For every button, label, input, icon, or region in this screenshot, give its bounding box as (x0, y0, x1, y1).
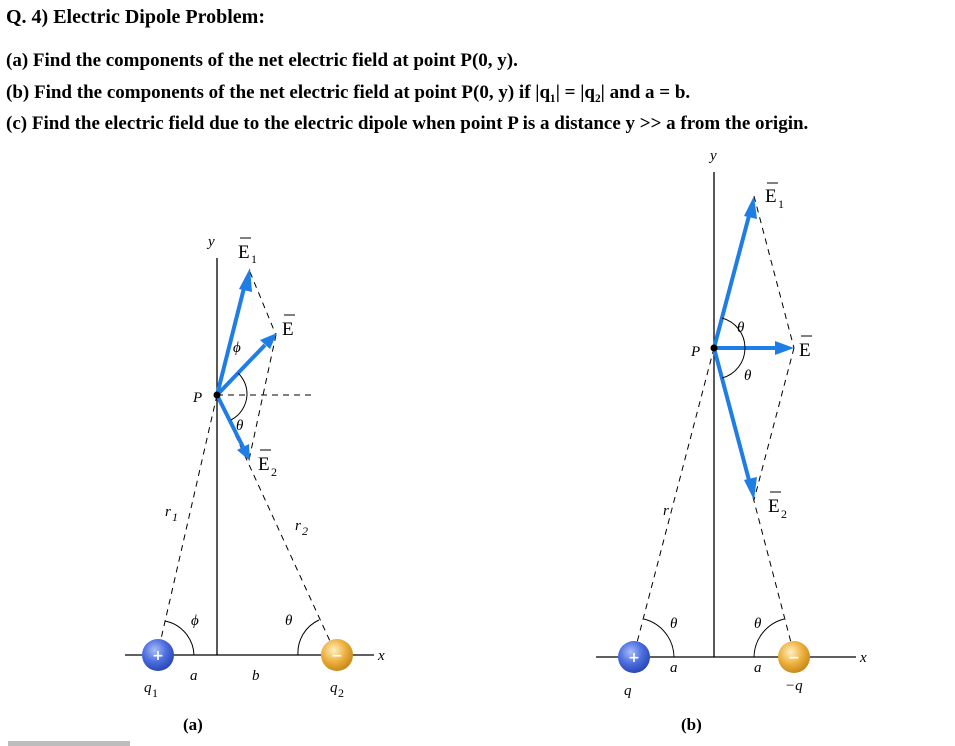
fig-a-phi-arc-bottom (164, 620, 195, 656)
fig-b-r-label: r (663, 503, 669, 519)
fig-b-e2-arrowhead (744, 477, 757, 500)
fig-a-r1-label: r 1 (165, 504, 178, 524)
fig-b-neg-q-label: −q (785, 678, 803, 694)
fig-b-x-label: x (859, 650, 867, 666)
fig-b-negative-charge (778, 641, 810, 673)
fig-a-q2-text: q (330, 680, 338, 696)
fig-a-phi-bottom-label: ϕ (191, 613, 199, 629)
fig-a-e1-arrowhead (239, 268, 252, 292)
fig-b-r2-line (713, 347, 795, 655)
cropped-footer-strip (8, 741, 130, 746)
fig-a-r1-text: r (165, 504, 171, 520)
fig-a-parallelogram-1 (249, 271, 277, 336)
fig-b-e1-sub: 1 (778, 197, 784, 211)
fig-b-theta-arc-top (721, 317, 746, 349)
fig-a-r1-line (157, 394, 218, 653)
fig-b-e1-label: E 1 (765, 182, 784, 211)
figure-b: y x P E 1 E E 2 (596, 148, 867, 734)
fig-a-e2-arrow (215, 394, 245, 448)
fig-a-e2-text: E (258, 454, 270, 475)
fig-b-theta-arc-left (643, 618, 675, 658)
fig-a-r1-sub: 1 (172, 510, 178, 524)
fig-b-e1-arrowhead (744, 196, 757, 219)
fig-a-minus-sign: − (331, 648, 343, 664)
fig-a-caption: (a) (183, 715, 203, 734)
fig-b-plus-sign: + (628, 650, 640, 666)
fig-a-e2-sub: 2 (271, 465, 277, 479)
fig-a-y-label: y (206, 234, 215, 250)
fig-a-q1-sub: 1 (152, 686, 158, 700)
fig-a-e2-arrowhead (237, 444, 250, 461)
fig-a-e1-label: E 1 (238, 237, 257, 266)
fig-a-positive-charge (142, 639, 174, 671)
fig-a-r2-sub: 2 (302, 524, 308, 538)
fig-b-e1-text: E (765, 186, 777, 207)
fig-a-point-label: P (192, 390, 202, 406)
fig-b-e1-arrow (712, 211, 752, 349)
fig-a-theta-arc-bottom (297, 619, 320, 656)
fig-b-point-label: P (690, 344, 700, 360)
fig-a-e1-sub: 1 (251, 252, 257, 266)
fig-b-y-label: y (708, 148, 717, 164)
fig-a-theta-arc-top (230, 394, 248, 421)
fig-b-e2-sub: 2 (781, 507, 787, 521)
fig-a-theta-top-label: θ (236, 418, 244, 434)
fig-b-r1-line (633, 347, 715, 655)
fig-b-q-label: q (624, 683, 632, 699)
fig-b-enet-arrowhead (775, 341, 794, 355)
fig-a-r2-text: r (295, 518, 301, 534)
fig-b-enet-text: E (799, 340, 811, 361)
fig-a-theta-bottom-label: θ (285, 613, 293, 629)
fig-b-theta-label-2: θ (744, 368, 752, 384)
fig-a-e1-text: E (238, 242, 250, 263)
fig-a-q1-label: q 1 (144, 680, 158, 700)
fig-b-point-p (710, 344, 718, 352)
fig-a-dist-b-label: b (252, 668, 260, 684)
fig-a-enet-arrowhead (260, 333, 277, 349)
fig-a-enet-text: E (282, 319, 294, 340)
fig-b-dist-a-left: a (670, 660, 678, 676)
fig-a-parallelogram-2 (248, 334, 277, 461)
fig-b-theta-arc-bottom (721, 347, 746, 379)
fig-b-dist-a-right: a (754, 660, 762, 676)
fig-a-x-label: x (377, 648, 385, 664)
fig-a-r2-label: r 2 (295, 518, 308, 538)
fig-b-positive-charge (618, 641, 650, 673)
fig-a-dist-a-label: a (190, 668, 198, 684)
fig-a-q2-label: q 2 (330, 680, 344, 700)
fig-b-theta-arc-right (753, 618, 785, 658)
fig-a-e1-arrow (215, 283, 247, 396)
fig-a-q2-sub: 2 (338, 686, 344, 700)
fig-b-theta-label-4: θ (754, 616, 762, 632)
figure-a: y x P E 1 E E (125, 234, 385, 734)
fig-a-negative-charge (321, 639, 353, 671)
fig-b-e2-arrow (712, 347, 752, 485)
fig-a-point-p (213, 391, 221, 399)
fig-b-theta-label-1: θ (737, 320, 745, 336)
fig-b-enet-label: E (799, 335, 812, 361)
fig-b-e2-label: E 2 (768, 491, 787, 521)
fig-a-e2-label: E 2 (258, 449, 277, 479)
fig-a-plus-sign: + (152, 648, 164, 664)
fig-a-enet-label: E (282, 314, 295, 340)
fig-b-parallelogram-2 (753, 347, 795, 501)
fig-a-q1-text: q (144, 680, 152, 696)
question-title: Q. 4) Electric Dipole Problem: (6, 6, 266, 28)
fig-b-caption: (b) (681, 715, 702, 734)
question-part-c: (c) Find the electric field due to the e… (6, 113, 809, 134)
fig-b-theta-label-3: θ (670, 616, 678, 632)
question-part-b: (b) Find the components of the net elect… (6, 82, 691, 103)
fig-b-parallelogram-1 (753, 195, 795, 349)
fig-b-minus-sign: − (788, 650, 800, 666)
fig-a-phi-arc-top (237, 372, 248, 396)
fig-b-e2-text: E (768, 496, 780, 517)
fig-a-enet-arrow (215, 343, 267, 397)
fig-a-phi-top-label: ϕ (233, 340, 241, 356)
question-part-a: (a) Find the components of the net elect… (6, 50, 518, 71)
